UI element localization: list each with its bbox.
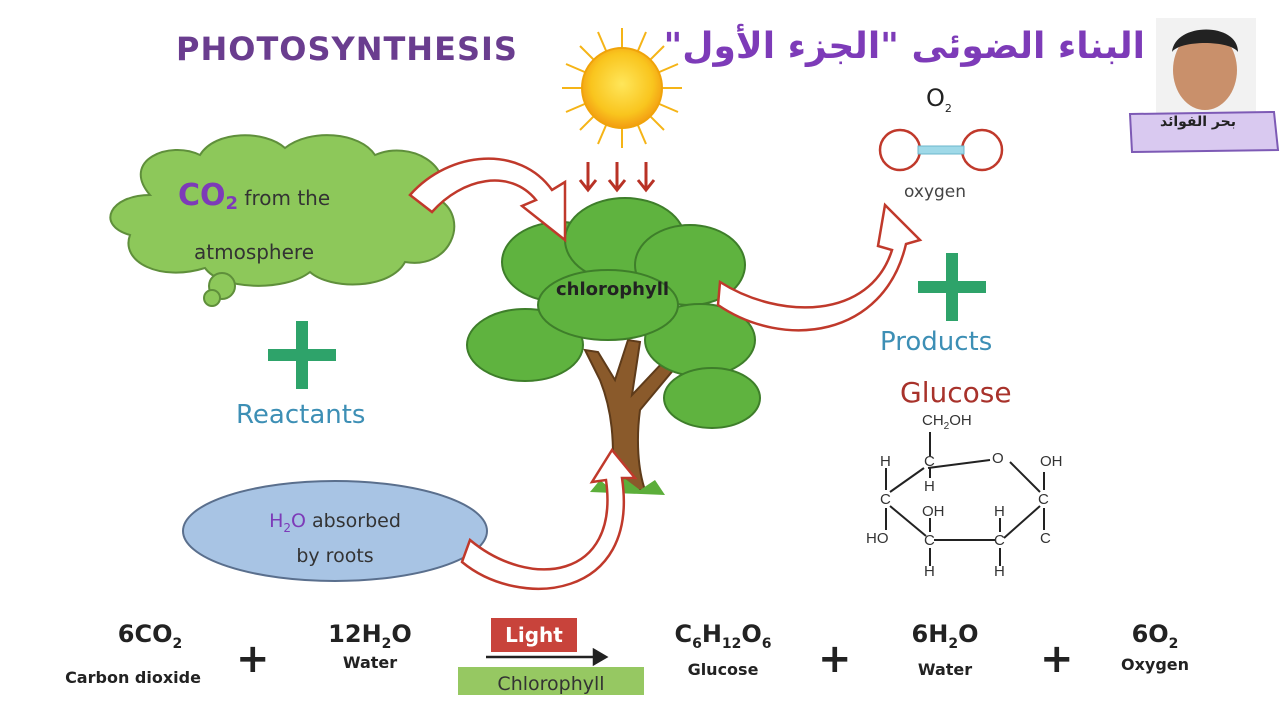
page-title: PHOTOSYNTHESIS (176, 30, 518, 68)
eq-glucose: C6H12O6 (674, 620, 772, 652)
eq-chlorophyll: Chlorophyll (458, 667, 644, 695)
badge-text: بحر الفوائد (1160, 114, 1236, 130)
eq-plus: + (818, 636, 852, 682)
glucose-atom: C (924, 532, 935, 549)
oxygen-label: oxygen (904, 182, 967, 202)
glucose-atom: C (994, 532, 1005, 549)
glucose-atom: H (994, 503, 1005, 520)
glucose-title: Glucose (900, 376, 1012, 409)
eq-oxygen: 6O2 (1131, 620, 1179, 652)
co2-cloud (109, 134, 456, 307)
cloud-co2: CO2 from the (178, 178, 331, 214)
oxygen-molecule-icon (878, 128, 1004, 172)
oxygen-formula: O2 (926, 84, 952, 115)
red-down-arrows-icon (578, 162, 656, 193)
water-bubble (182, 480, 488, 582)
eq-co2-name: Carbon dioxide (65, 668, 201, 687)
glucose-ch2oh: CH2OH (922, 412, 972, 432)
eq-co2: 6CO2 (117, 620, 183, 652)
glucose-atom: H (924, 563, 935, 580)
eq-water: 12H2O (328, 620, 412, 652)
eq-water-product-name: Water (917, 660, 973, 679)
glucose-atom: C (1038, 491, 1049, 508)
reactants-plus-icon (268, 321, 336, 389)
sun-icon (562, 28, 682, 148)
reaction-arrow (486, 647, 609, 667)
eq-light: Light (491, 618, 577, 652)
glucose-atom: O (992, 450, 1004, 467)
eq-oxygen-name: Oxygen (1120, 655, 1190, 674)
glucose-atom: HO (866, 530, 889, 547)
water-text: H2O absorbed by roots (269, 510, 401, 567)
glucose-atom: C (924, 453, 935, 470)
glucose-atom: OH (1040, 453, 1063, 470)
eq-water-product: 6H2O (911, 620, 979, 652)
glucose-atom: H (994, 563, 1005, 580)
glucose-atom: H (924, 478, 935, 495)
arabic-title: البناء الضوئى "الجزء الأول" (663, 26, 1145, 67)
products-label: Products (880, 327, 993, 357)
glucose-atom: OH (922, 503, 945, 520)
tree-label: chlorophyll (556, 279, 670, 300)
eq-water-name: Water (342, 653, 398, 672)
avatar (1128, 18, 1280, 154)
reactants-label: Reactants (236, 400, 366, 430)
curved-arrow-icon (408, 157, 923, 590)
glucose-atom: C (1040, 530, 1051, 547)
eq-plus: + (236, 636, 270, 682)
glucose-atom: C (880, 491, 891, 508)
eq-glucose-name: Glucose (687, 660, 759, 679)
eq-plus: + (1040, 636, 1074, 682)
glucose-structure (885, 432, 1045, 566)
glucose-atom: H (880, 453, 891, 470)
cloud-line1: from the (244, 186, 331, 210)
cloud-line2: atmosphere (194, 240, 314, 264)
products-plus-icon (918, 253, 986, 321)
